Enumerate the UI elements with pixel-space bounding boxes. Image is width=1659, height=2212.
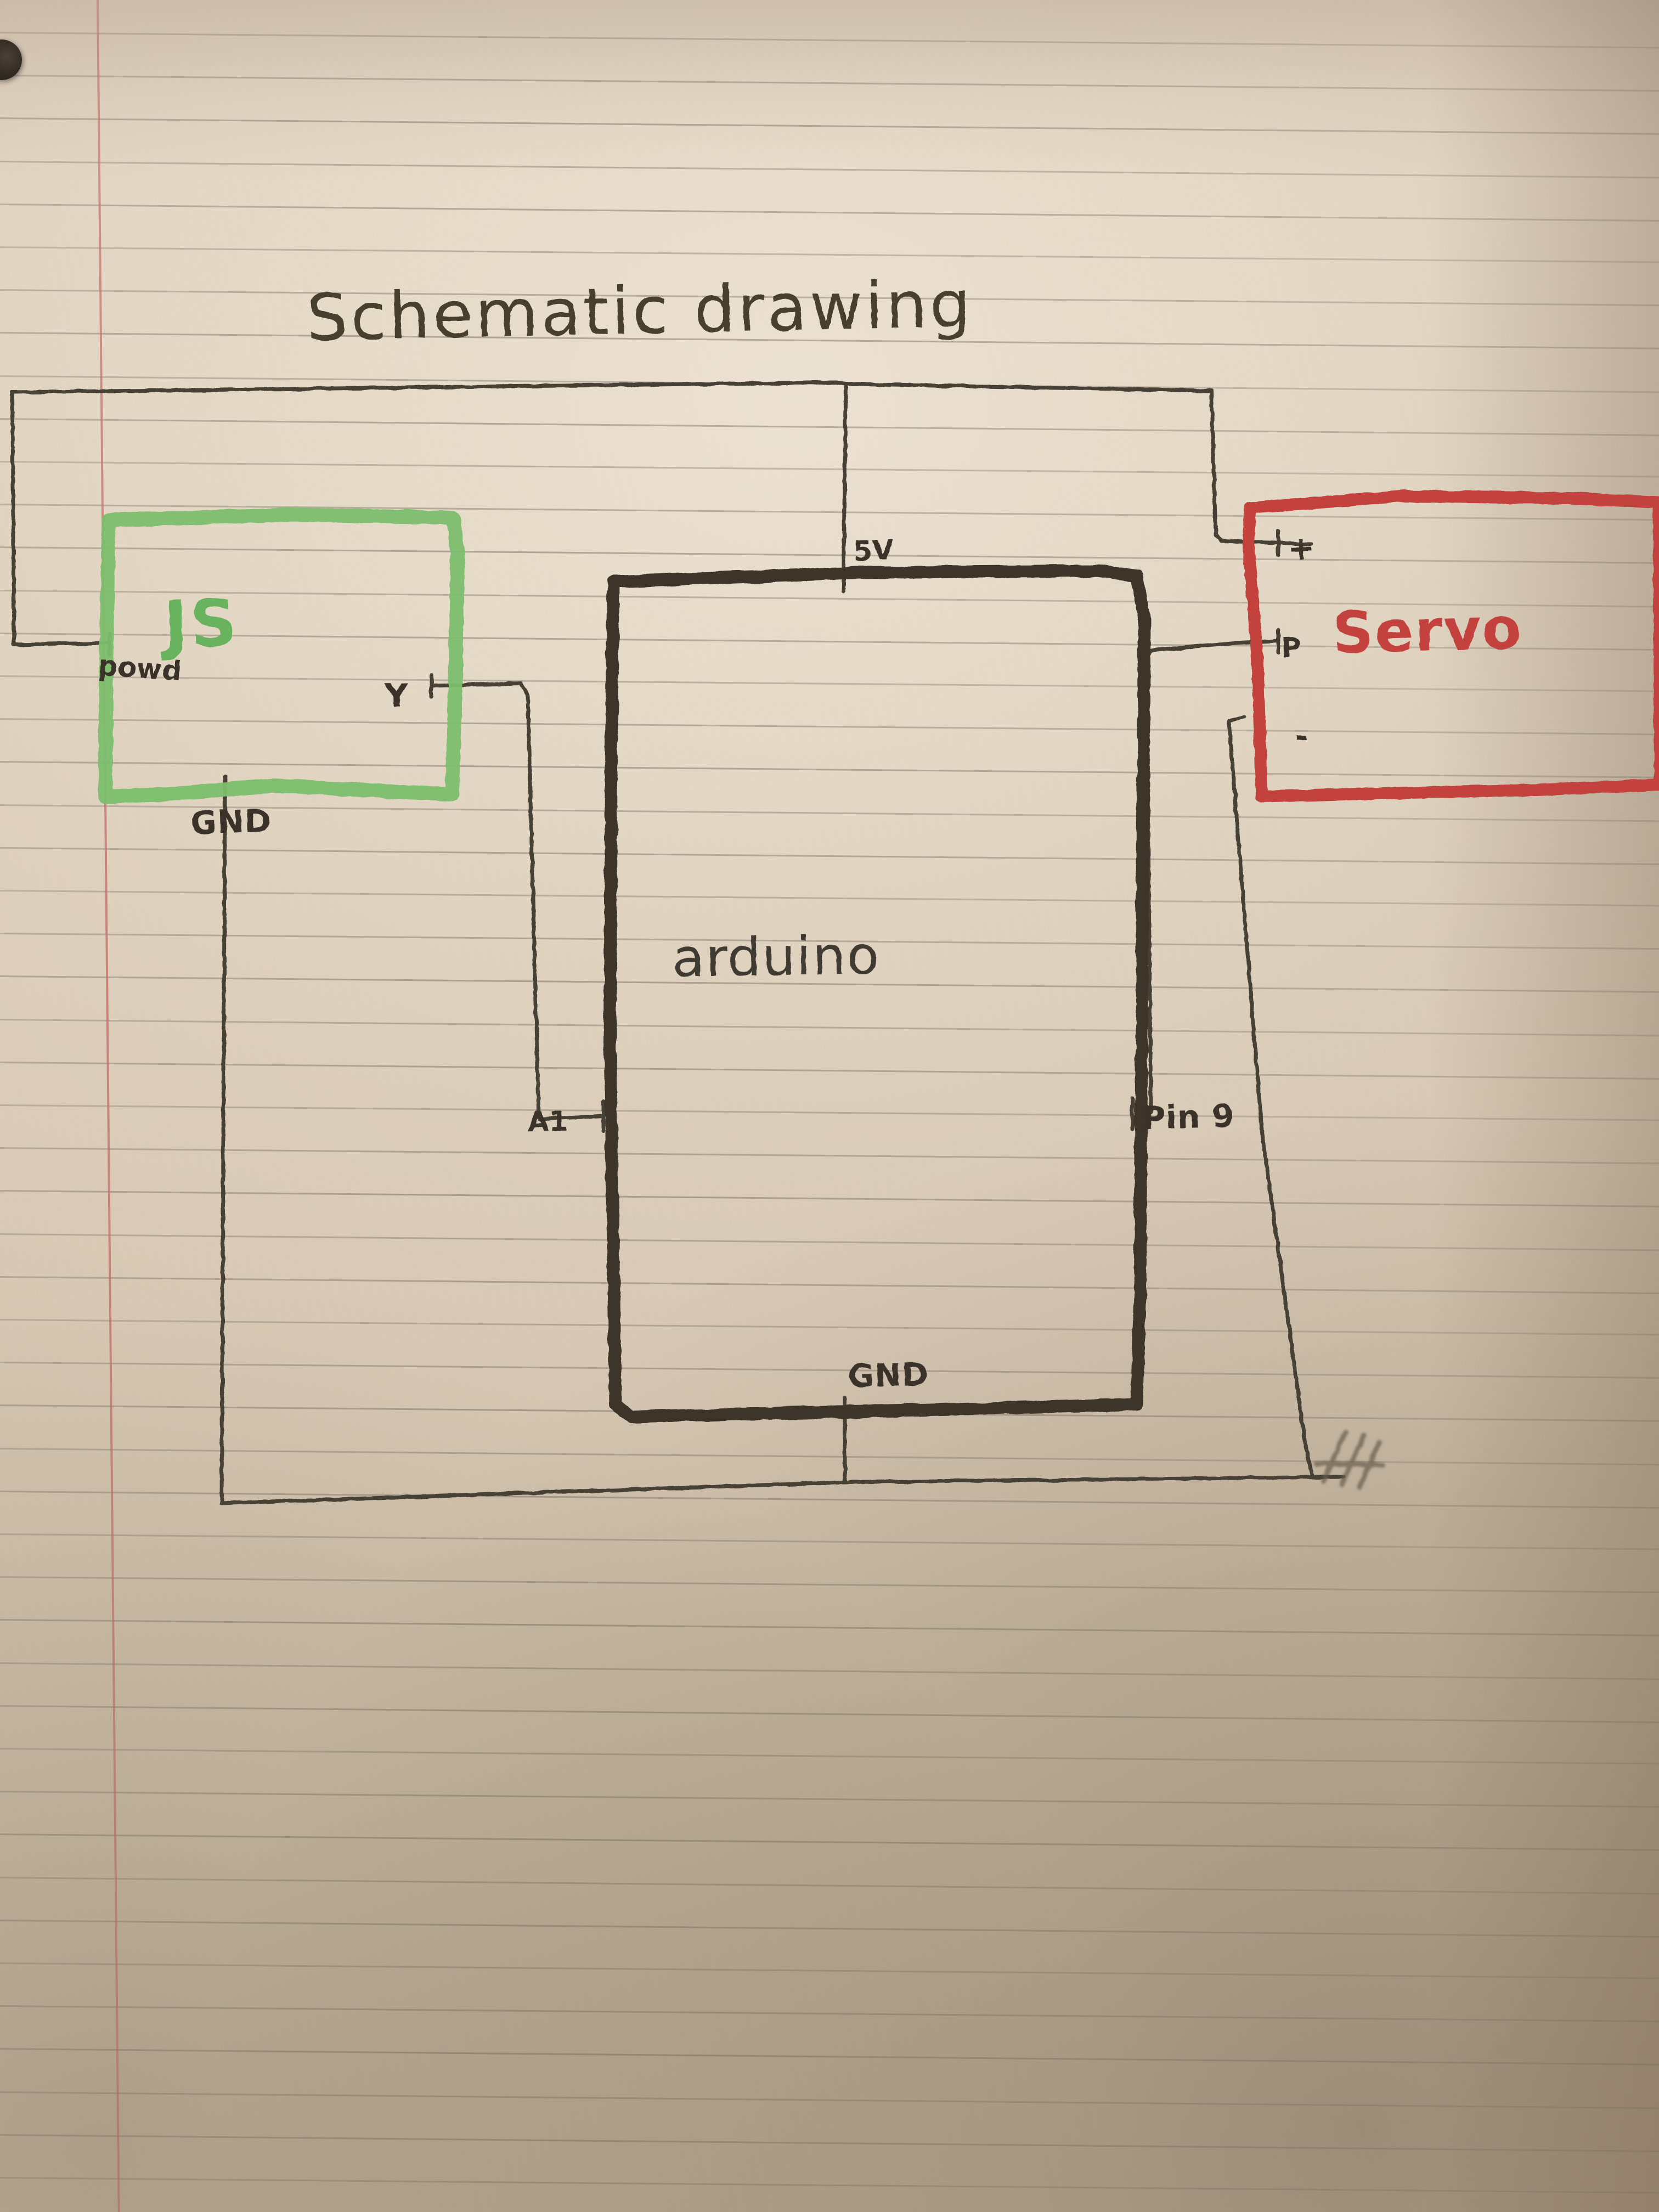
servo-pin-p-label: P [1281,631,1302,664]
wire-servo-minus-stub [1229,716,1244,721]
arduino-pin-a1-label: A1 [527,1105,568,1138]
joystick-pin-y-label: Y [384,676,409,714]
earth-ground-icon [1317,1432,1383,1488]
arduino-block[interactable] [610,571,1144,1417]
arduino-pin-gnd-label: GND [848,1356,929,1395]
servo-label: Servo [1331,595,1523,667]
page-title: Schematic drawing [306,266,974,356]
wire-servo-minus-down [1229,721,1312,1475]
joystick-pin-gnd-label: GND [190,802,272,842]
wire-5v-right-drop [1211,391,1222,541]
joystick-pin-powd-label: powd [97,650,183,687]
wire-gnd-rail-right [845,1477,1344,1482]
wire-y-out [431,684,528,696]
wire-gnd-rail-left [222,1482,845,1503]
servo-pin-minus-label: - [1294,718,1308,755]
wire-js-gnd-down [222,785,225,1503]
arduino-label: arduino [672,925,881,989]
wire-5v-left-drop [12,392,14,645]
wire-5v-top-right [846,384,1211,391]
wire-5v-to-js-power [14,643,110,645]
arduino-pin-5v-label: 5V [853,534,894,567]
joystick-label: JS [159,584,240,663]
wire-y-down [528,696,539,1119]
arduino-pin-pin9-label: Pin 9 [1142,1097,1235,1137]
wire-5v-arduino-stub [844,384,846,549]
arduino-outline [610,571,1144,1417]
text-layer: Schematic drawing JS powd Y GND arduino … [97,266,1523,1395]
wire-5v-top-left [12,382,846,392]
servo-pin-plus-label: + [1287,529,1316,567]
